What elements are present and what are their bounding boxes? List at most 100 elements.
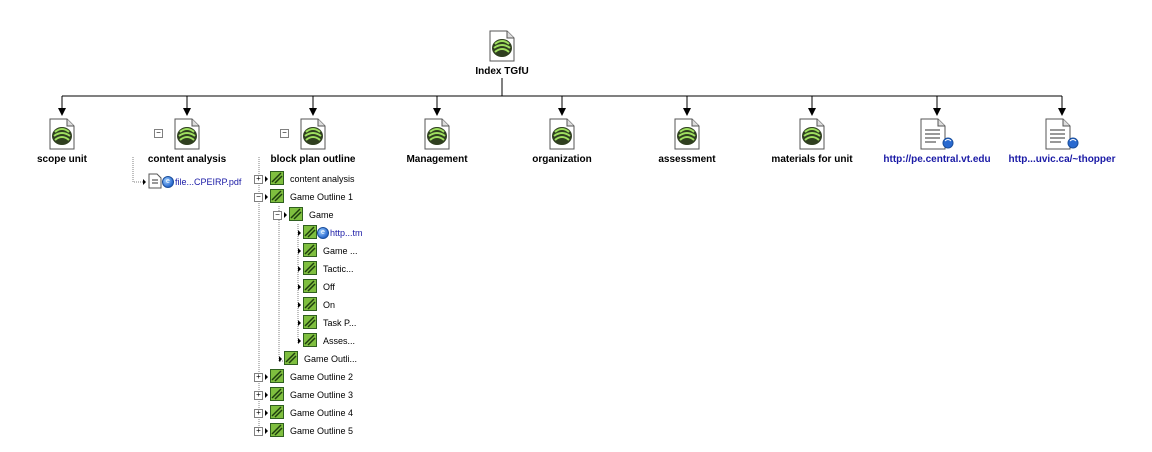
node-organization[interactable]: organization	[487, 118, 637, 165]
tree-item[interactable]: + Game Outline 4	[254, 404, 354, 421]
item-label: Off	[323, 282, 335, 292]
expand-arrow-icon	[265, 410, 268, 416]
node-assessment[interactable]: assessment	[612, 118, 762, 165]
node-scope-unit[interactable]: scope unit	[0, 118, 137, 165]
tree-item[interactable]: Tactic...	[292, 260, 354, 278]
expand-toggle[interactable]: +	[254, 372, 263, 382]
collapse-toggle[interactable]: −	[154, 129, 163, 138]
expand-arrow-icon	[265, 176, 268, 182]
item-label: On	[323, 300, 336, 310]
node-label: block plan outline	[270, 154, 356, 165]
node-label: http://pe.central.vt.edu	[883, 154, 991, 165]
item-label: file...CPEIRP.pdf	[175, 177, 242, 187]
list-item[interactable]: e file...CPEIRP.pdf	[143, 173, 242, 192]
expand-toggle[interactable]: +	[254, 174, 263, 184]
tgfu-node-icon	[270, 368, 284, 386]
tgfu-node-icon	[270, 422, 284, 440]
expand-arrow-icon	[298, 320, 301, 326]
node-label: Management	[406, 154, 468, 165]
node-label: scope unit	[36, 154, 87, 165]
arrow-head	[683, 108, 691, 116]
expand-arrow-icon	[298, 266, 301, 272]
tree-item[interactable]: −Game Outline 1	[254, 188, 353, 205]
node-link-uvic[interactable]: http...uvic.ca/~thopper	[987, 118, 1137, 165]
tgfu-node-icon	[270, 386, 284, 404]
tgfu-map-icon	[174, 118, 200, 153]
tgfu-node-icon	[303, 224, 317, 242]
item-label: http...tm	[330, 228, 363, 238]
tree-item[interactable]: +Game Outline 2	[254, 368, 353, 386]
child-arrows	[58, 96, 1066, 116]
expand-arrow-icon	[265, 194, 268, 200]
item-label: Task P...	[323, 318, 357, 328]
arrow-head	[933, 108, 941, 116]
tgfu-map-icon	[674, 118, 700, 153]
node-management[interactable]: Management	[362, 118, 512, 165]
tgfu-map-icon	[549, 118, 575, 153]
node-link-pe-central[interactable]: http://pe.central.vt.edu	[862, 118, 1012, 165]
node-block-plan-outline[interactable]: block plan outline	[238, 118, 388, 165]
tree-item[interactable]: Task P...	[292, 314, 357, 331]
expand-arrow-icon	[298, 302, 301, 308]
node-materials-for-unit[interactable]: materials for unit	[737, 118, 887, 165]
node-label: http...uvic.ca/~thopper	[1008, 154, 1116, 165]
item-label: Game Outline 3	[290, 390, 354, 400]
arrow-head	[808, 108, 816, 116]
expand-arrow-icon	[298, 284, 301, 290]
arrow-head	[558, 108, 566, 116]
tree-item[interactable]: Game ...	[292, 242, 358, 260]
arrow-head	[1058, 108, 1066, 116]
tgfu-node-icon	[303, 296, 317, 314]
expand-arrow-icon	[265, 374, 268, 380]
pdf-file-icon	[148, 173, 162, 192]
tree-item[interactable]: + Game Outline 5	[254, 422, 354, 440]
tree-item[interactable]: − Game	[273, 206, 334, 223]
expand-toggle[interactable]: +	[254, 426, 263, 436]
node-label: organization	[532, 154, 592, 165]
item-label: Tactic...	[323, 264, 354, 274]
tgfu-node-icon	[303, 332, 317, 350]
arrow-head	[309, 108, 317, 116]
item-label: Game Outline 5	[290, 426, 354, 436]
expand-arrow-icon	[265, 428, 268, 434]
item-label: Game Outli...	[304, 354, 358, 364]
tree-item[interactable]: Asses...	[292, 332, 355, 350]
root-label: Index TGfU	[475, 66, 529, 77]
tree-item[interactable]: + Game Outline 3	[254, 386, 354, 404]
collapse-toggle[interactable]: −	[254, 192, 263, 202]
web-page-icon	[1045, 118, 1079, 153]
expand-toggle[interactable]: +	[254, 408, 263, 418]
collapse-toggle[interactable]: −	[273, 210, 282, 220]
expand-arrow-icon	[143, 179, 146, 185]
item-label: content analysis	[290, 174, 355, 184]
expand-arrow-icon	[298, 338, 301, 344]
tree-item[interactable]: + content analysis	[254, 170, 355, 188]
node-content-analysis[interactable]: content analysis	[112, 118, 262, 165]
tgfu-map-icon	[489, 30, 515, 65]
root-node[interactable]: Index TGfU	[427, 30, 577, 77]
tgfu-map-icon	[799, 118, 825, 153]
item-label: Game Outline 4	[290, 408, 354, 418]
tree-item[interactable]: On	[292, 296, 336, 314]
tree-item[interactable]: Game Outli...	[273, 350, 358, 368]
expand-toggle[interactable]: +	[254, 390, 263, 400]
tgfu-node-icon	[303, 278, 317, 296]
tgfu-node-icon	[303, 260, 317, 278]
expand-arrow-icon	[298, 230, 301, 236]
node-label: materials for unit	[771, 154, 853, 165]
item-label: Game	[309, 210, 334, 220]
tgfu-map-icon	[424, 118, 450, 153]
expand-arrow-icon	[279, 356, 282, 362]
web-link-icon: e	[317, 227, 329, 239]
tgfu-node-icon	[303, 242, 317, 260]
collapse-toggle[interactable]: −	[280, 129, 289, 138]
node-label: content analysis	[147, 154, 227, 165]
item-label: Game ...	[323, 246, 358, 256]
tree-item[interactable]: Off	[292, 278, 335, 296]
tgfu-node-icon	[284, 350, 298, 368]
node-label: assessment	[658, 154, 716, 165]
expand-arrow-icon	[284, 212, 287, 218]
arrow-head	[433, 108, 441, 116]
tgfu-node-icon	[270, 170, 284, 188]
